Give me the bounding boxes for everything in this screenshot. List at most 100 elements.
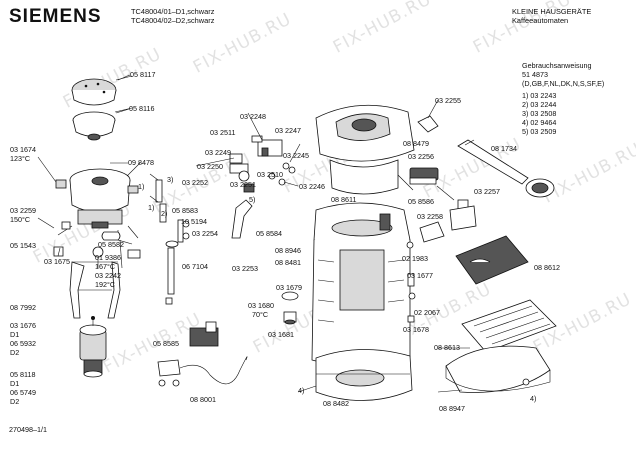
siemens-logo: SIEMENS xyxy=(9,6,102,27)
part-label: 03 2511 xyxy=(210,128,236,137)
part-label: 09 8478 xyxy=(128,158,154,167)
variant-1: 1) 03 2243 xyxy=(522,91,557,100)
part-label: 03 2510 xyxy=(257,170,283,179)
model-line-1: TC48004/01–D1,schwarz xyxy=(131,7,215,16)
part-label: 05 8584 xyxy=(256,229,282,238)
temperature-label: 150°C xyxy=(10,215,31,224)
variant-5: 5) 03 2509 xyxy=(522,127,557,136)
footnote-marker: 4) xyxy=(530,394,537,403)
variant-2: 2) 03 2244 xyxy=(522,100,557,109)
bracket-frame-part xyxy=(69,246,121,319)
variant-code: D2 xyxy=(10,348,20,357)
pump-motor-part xyxy=(79,316,107,378)
part-label: 03 2248 xyxy=(240,112,266,121)
part-label: 05 8117 xyxy=(130,70,156,79)
variant-code: D1 xyxy=(10,330,20,339)
part-label: 05 8586 xyxy=(408,197,434,206)
switch-cord-part xyxy=(157,321,248,387)
part-label: 02 1983 xyxy=(402,254,428,263)
category-line-2: Kaffeeautomaten xyxy=(512,16,569,25)
temperature-label: 192°C xyxy=(95,280,116,289)
tube-part xyxy=(101,231,123,269)
part-label: 08 8947 xyxy=(439,404,465,413)
part-label: 03 1676 xyxy=(10,321,36,330)
part-label: 08 8481 xyxy=(275,258,301,267)
footer-code: 270498–1/1 xyxy=(9,425,47,434)
part-label: 05 8585 xyxy=(153,339,179,348)
part-label: 05 8583 xyxy=(172,206,198,215)
part-label: 06 5749 xyxy=(10,388,36,397)
part-label: 10 5194 xyxy=(181,217,207,226)
manual-languages: (D,GB,F,NL,DK,N,S,SF,E) xyxy=(522,79,605,88)
part-label: 03 2256 xyxy=(408,152,434,161)
part-label: 03 2245 xyxy=(283,151,309,160)
part-label: 03 1677 xyxy=(407,271,433,280)
drip-tray-part xyxy=(445,345,551,393)
footnote-marker: 5) xyxy=(249,195,256,204)
measuring-spoon-part xyxy=(457,139,555,198)
part-label: 08 8479 xyxy=(403,139,429,148)
part-label: 03 1674 xyxy=(10,145,36,154)
valve-group-part xyxy=(229,135,296,193)
model-line-2: TC48004/02–D2,schwarz xyxy=(131,16,215,25)
cutout-thermostat-part xyxy=(281,291,299,325)
variant-4: 4) 02 9464 xyxy=(522,118,557,127)
drip-grid-part xyxy=(461,299,557,353)
thermostat-part xyxy=(53,179,141,259)
part-label: 03 2251 xyxy=(230,180,256,189)
part-label: 08 8611 xyxy=(331,195,357,204)
manual-number: 51 4873 xyxy=(522,70,548,79)
filter-ring-part xyxy=(72,107,133,141)
part-label: 05 8118 xyxy=(10,370,36,379)
part-label: 08 1734 xyxy=(491,144,517,153)
temperature-label: 123°C xyxy=(10,154,31,163)
part-label: 06 5932 xyxy=(10,339,36,348)
part-label: 03 2258 xyxy=(417,212,443,221)
footnote-marker: 2) xyxy=(161,209,168,218)
part-label: 08 8946 xyxy=(275,246,301,255)
part-label: 03 2250 xyxy=(197,162,223,171)
part-label: 03 1679 xyxy=(276,283,302,292)
manual-title: Gebrauchsanweisung xyxy=(522,61,592,70)
part-label: 06 7104 xyxy=(182,262,208,271)
part-label: 03 2242 xyxy=(95,271,121,280)
part-label: 03 2252 xyxy=(182,178,208,187)
part-label: 03 2247 xyxy=(275,126,301,135)
hose-pipes-part xyxy=(149,173,190,305)
part-label: 01 9386 xyxy=(95,253,121,262)
part-label: 02 2067 xyxy=(414,308,440,317)
main-housing-part xyxy=(311,202,411,368)
part-label: 05 1543 xyxy=(10,241,36,250)
part-label: 03 1680 xyxy=(248,301,274,310)
elbow-pipe-part xyxy=(231,199,253,239)
part-label: 03 1678 xyxy=(403,325,429,334)
part-label: 03 2259 xyxy=(10,206,36,215)
variant-code: D2 xyxy=(10,397,20,406)
part-label: 08 7992 xyxy=(10,303,36,312)
part-label: 08 8482 xyxy=(323,399,349,408)
base-plate-part xyxy=(315,349,413,401)
part-label: 03 2255 xyxy=(435,96,461,105)
temperature-label: 70°C xyxy=(252,310,269,319)
housing-lid-part xyxy=(315,104,415,195)
part-label: 03 2254 xyxy=(192,229,218,238)
variant-code: D1 xyxy=(10,379,20,388)
part-label: 08 8001 xyxy=(190,395,216,404)
part-label: 08 8613 xyxy=(434,343,460,352)
footnote-marker: 1) xyxy=(148,203,155,212)
variant-3: 3) 03 2508 xyxy=(522,109,557,118)
temperature-label: 167°C xyxy=(95,262,116,271)
drip-cover-part xyxy=(455,235,529,285)
heater-cup-part xyxy=(57,162,141,239)
part-label: 03 1681 xyxy=(268,330,294,339)
clip-parts xyxy=(406,115,477,323)
footnote-marker: 3) xyxy=(167,175,174,184)
part-label: 05 8116 xyxy=(129,104,155,113)
part-label: 05 8582 xyxy=(98,240,124,249)
footnote-marker: 4) xyxy=(298,386,305,395)
part-label: 03 2253 xyxy=(232,264,258,273)
footnote-marker: 1) xyxy=(138,182,145,191)
lid-cap-part xyxy=(71,75,133,106)
